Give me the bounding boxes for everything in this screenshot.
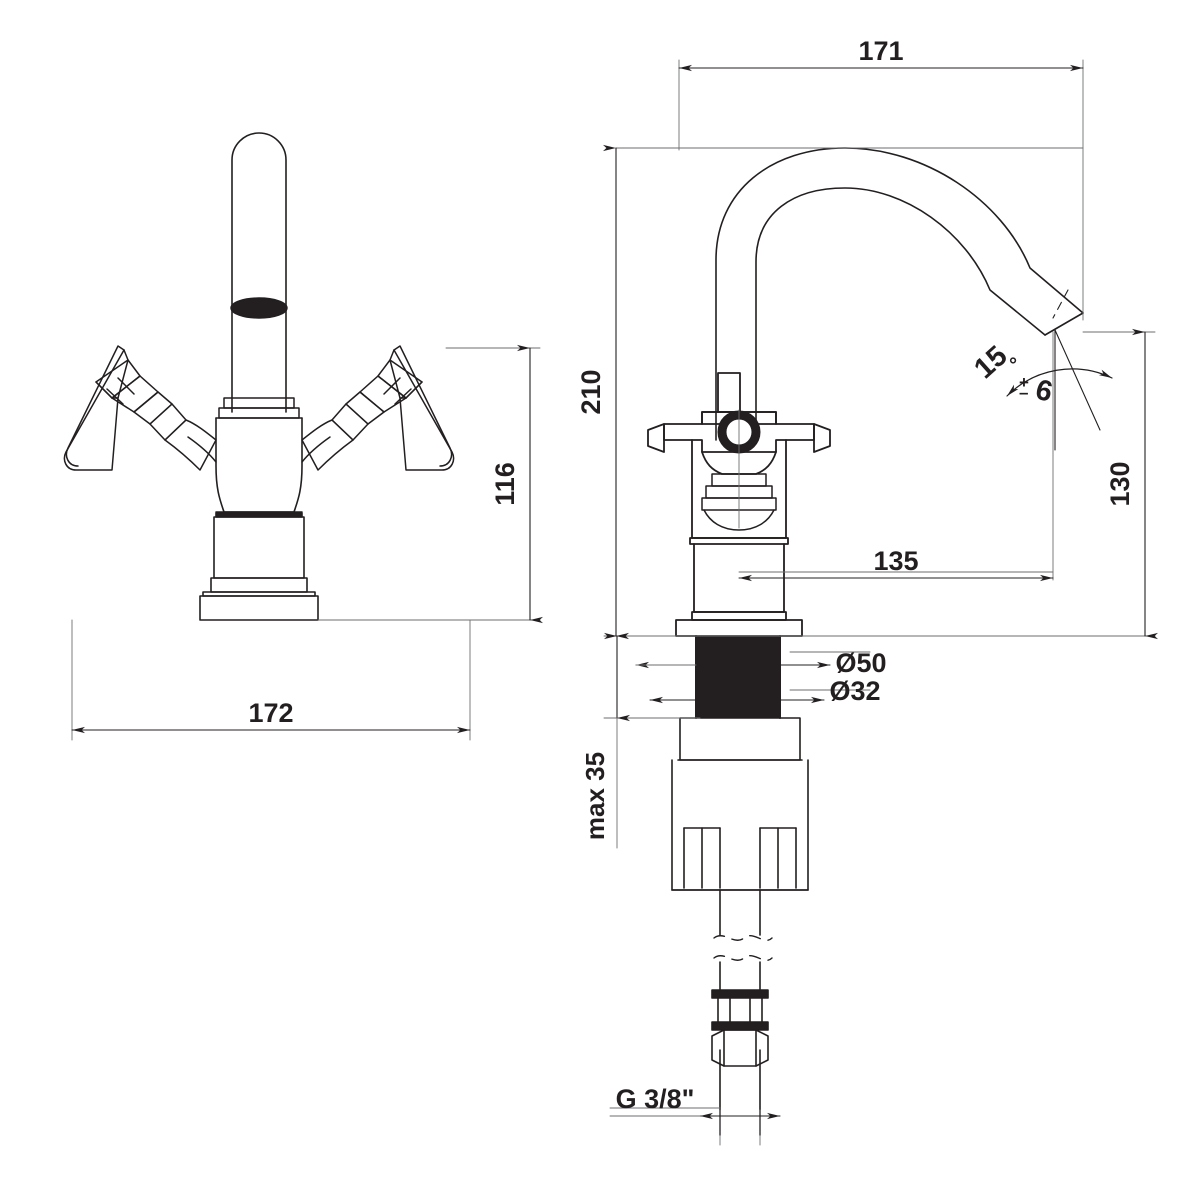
dimension-angle-tolerance-plus: + (1019, 373, 1029, 392)
dimension-max35-label: max 35 (580, 752, 610, 840)
front-spout-tube (231, 132, 287, 413)
side-mounting-nut (671, 717, 809, 891)
front-body-barrel (215, 417, 303, 513)
side-cartridge-stack (701, 409, 777, 531)
front-body-collar (215, 397, 303, 419)
dimension-210-label: 210 (576, 369, 606, 414)
dimension-116-label: 116 (490, 462, 520, 506)
dimension-angle: 15 ° + – 6 (968, 329, 1113, 451)
side-threaded-shank (695, 635, 781, 719)
dimension-d32: Ø32 (649, 676, 881, 706)
dimension-g38-label: G 3/8" (616, 1084, 695, 1114)
dimension-d50: Ø50 (635, 648, 887, 678)
front-base-flange (199, 591, 319, 621)
front-aerator (230, 297, 288, 319)
dimension-angle-value: 15 (968, 340, 1013, 385)
front-view (63, 132, 455, 621)
dimension-130: 130 (1105, 328, 1158, 640)
front-lower-sleeve (210, 512, 308, 593)
dimension-172: 172 (71, 698, 471, 734)
dimension-g38: G 3/8" (609, 1084, 781, 1120)
dimension-d32-label: Ø32 (829, 676, 880, 706)
front-view-extension-lines (71, 347, 541, 741)
dimension-130-label: 130 (1105, 461, 1135, 506)
dimension-210: 210 (576, 144, 629, 640)
dimension-d50-label: Ø50 (835, 648, 886, 678)
dimension-135-label: 135 (873, 546, 918, 576)
dimension-171: 171 (678, 36, 1084, 72)
dimension-135: 135 (738, 546, 1054, 582)
front-handle-left (63, 345, 217, 471)
front-handle-right (301, 345, 455, 471)
dimension-116: 116 (490, 344, 543, 624)
side-supply-tube (713, 889, 773, 1136)
dimension-angle-tolerance-minus: – (1019, 383, 1028, 402)
dimension-max35: max 35 (580, 632, 630, 849)
side-hex-connector (711, 989, 769, 1067)
side-view-extension-lines (603, 59, 1156, 1146)
dimension-171-label: 171 (858, 36, 903, 66)
side-view (647, 147, 1084, 1136)
dimension-172-label: 172 (248, 698, 293, 728)
dimension-angle-tolerance-value: 6 (1032, 374, 1055, 409)
